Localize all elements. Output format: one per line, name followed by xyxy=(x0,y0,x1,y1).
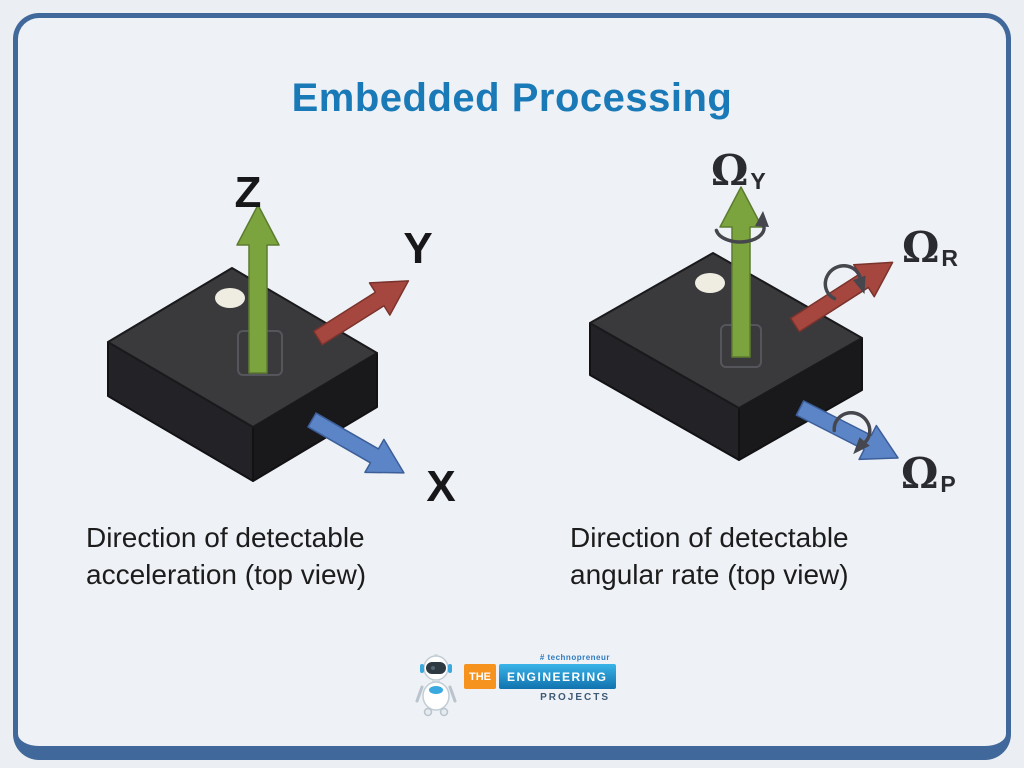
yaw-rotation-arc-icon xyxy=(714,211,769,244)
omega-pitch-label: ΩP xyxy=(901,449,956,498)
logo-text-block: # technopreneur THE ENGINEERING PROJECTS xyxy=(464,653,616,703)
angular-rate-diagram: ΩY ΩR ΩP xyxy=(589,146,958,498)
z-axis-arrow xyxy=(236,204,280,374)
logo-projects-label: PROJECTS xyxy=(540,692,610,703)
robot-mascot-icon xyxy=(415,654,457,717)
y-axis-label: Y xyxy=(403,224,432,273)
roll-rotation-arc-icon xyxy=(823,263,866,301)
z-axis-label: Z xyxy=(235,168,262,217)
logo-the-badge: THE xyxy=(464,664,496,689)
caption-line: Direction of detectable xyxy=(570,522,849,553)
chip-3d-body xyxy=(107,267,378,482)
omega-roll-label: ΩR xyxy=(902,223,958,272)
chip-3d-body xyxy=(589,252,863,461)
x-axis-arrow xyxy=(307,412,405,474)
pitch-rotation-arc-icon xyxy=(832,411,872,455)
page-title: Embedded Processing xyxy=(291,76,733,120)
x-axis-label: X xyxy=(426,462,455,511)
yaw-axis-arrow xyxy=(719,186,763,358)
pitch-axis-arrow xyxy=(795,400,899,461)
pin1-marker-dot xyxy=(695,273,725,293)
acceleration-diagram: Z Y X xyxy=(107,168,456,511)
caption-line: Direction of detectable xyxy=(86,522,365,553)
logo-tagline: # technopreneur xyxy=(539,653,610,662)
caption-line: acceleration (top view) xyxy=(86,559,367,590)
caption-line: angular rate (top view) xyxy=(570,559,849,590)
omega-yaw-label: ΩY xyxy=(711,146,766,195)
angular-rate-caption: Direction of detectable angular rate (to… xyxy=(570,519,849,593)
pin1-marker-dot xyxy=(215,288,245,308)
brand-logo: # technopreneur THE ENGINEERING PROJECTS xyxy=(412,653,616,717)
acceleration-caption: Direction of detectable acceleration (to… xyxy=(86,519,366,593)
logo-wordmark: THE ENGINEERING xyxy=(464,664,616,689)
logo-engineering-badge: ENGINEERING xyxy=(499,664,616,689)
y-axis-arrow xyxy=(312,280,410,346)
